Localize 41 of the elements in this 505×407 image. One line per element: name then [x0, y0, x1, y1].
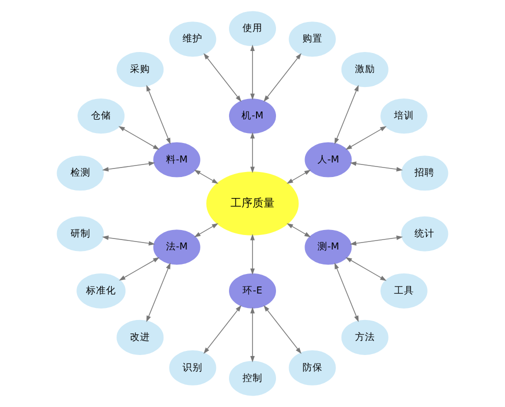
arrow — [102, 236, 156, 246]
node-ellipse: 研制 — [56, 216, 104, 252]
node-ellipse: 机-M — [229, 98, 276, 134]
arrow — [118, 257, 160, 281]
arrow — [194, 170, 218, 184]
arrow — [264, 53, 302, 102]
node-ellipse: 改进 — [116, 320, 164, 355]
arrow — [146, 262, 170, 322]
arrow — [204, 305, 242, 354]
arrow — [250, 234, 255, 275]
node-ellipse: 购置 — [288, 22, 336, 57]
node-ellipse: 防保 — [288, 350, 336, 386]
node-ellipse: 环-E — [229, 273, 276, 308]
node-ellipse: 工序质量 — [206, 172, 299, 236]
arrow — [334, 84, 359, 144]
arrow — [346, 257, 387, 281]
node-ellipse: 采购 — [116, 52, 164, 88]
arrow — [350, 236, 403, 246]
arrow — [102, 161, 156, 172]
arrow — [118, 126, 160, 150]
arrow — [146, 84, 170, 144]
arrow — [334, 262, 359, 322]
node-ellipse: 统计 — [401, 216, 448, 252]
arrow — [250, 44, 255, 100]
node-ellipse: 方法 — [341, 320, 388, 355]
arrow — [204, 53, 242, 102]
node-ellipse: 检测 — [56, 156, 104, 191]
node-ellipse: 招聘 — [401, 156, 448, 191]
arrow — [250, 307, 255, 362]
arrow — [350, 161, 403, 172]
arrow — [264, 305, 302, 354]
arrow — [286, 170, 311, 184]
arrow — [346, 126, 387, 150]
arrow — [194, 223, 218, 238]
arrow — [250, 132, 255, 174]
node-ellipse: 控制 — [229, 360, 276, 396]
node-ellipse: 维护 — [169, 22, 216, 57]
node-ellipse: 激励 — [341, 52, 388, 88]
node-ellipse: 识别 — [169, 350, 216, 386]
arrow — [286, 223, 311, 238]
node-ellipse: 使用 — [229, 11, 276, 46]
